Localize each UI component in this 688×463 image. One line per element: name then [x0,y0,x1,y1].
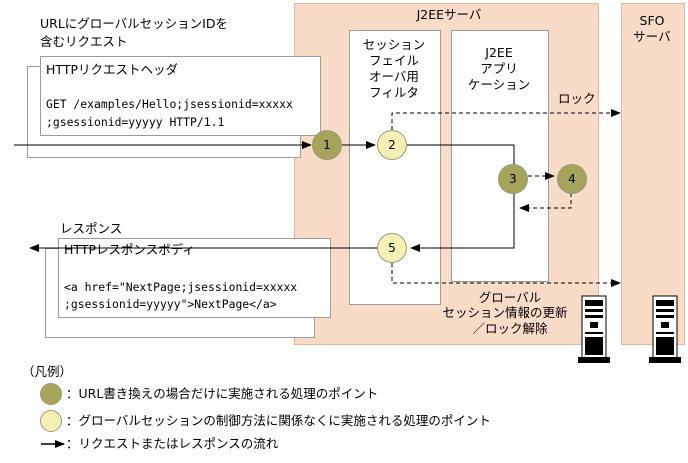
update-label-line1: グローバル [478,290,542,305]
processing-point-2: 2 [377,130,407,160]
filter-label-line4: フィルタ [369,85,419,100]
request-title-line2: 含むリクエスト [40,34,128,49]
response-card-title: HTTPレスポンスボディ [64,242,195,257]
response-code-line2: ;gsessionid=yyyyy">NextPage</a> [64,297,277,311]
application-label-line3: ケーション [467,77,531,92]
request-code-line1: GET /examples/Hello;jsessionid=xxxxx [46,97,293,111]
sfo-server-region [621,3,685,345]
request-header-card [40,56,321,136]
legend-light-point-icon [40,410,62,432]
application-label-line1: J2EE [485,45,513,60]
lock-label: ロック [558,91,596,106]
sfo-server-label-line1: SFO [639,13,665,28]
legend-title: （凡例） [22,364,73,379]
filter-label-line1: セッション [362,37,426,52]
legend-dark-point-icon [40,383,62,405]
filter-label-line3: オーバ用 [369,69,419,84]
response-body-card [58,238,331,318]
legend-light-text: ：グローバルセッションの制御方法に関係なくに実施される処理のポイント [66,413,491,428]
sfo-server-label-line2: サーバ [633,29,671,44]
request-arrow-2-to-3 [407,144,515,164]
filter-label-line2: フェイル [368,53,419,68]
update-label-line3: ／ロック解除 [472,321,548,336]
processing-point-4: 4 [557,164,587,194]
legend-dark-text: ：URL書き換えの場合だけに実施される処理のポイント [66,386,379,401]
sfo-server-machine-icon [649,295,681,363]
processing-point-5: 5 [377,233,407,263]
processing-point-3: 3 [498,164,528,194]
response-code-line1: <a href="NextPage;jsessionid=xxxxx [64,280,298,294]
request-card-title: HTTPリクエストヘッダ [46,62,178,77]
lock-dashed-arrow [391,109,621,130]
request-title-line1: URLにグローバルセッションIDを [40,16,228,31]
point4-to-3-dashed [519,193,572,212]
legend-arrow-text: ：リクエストまたはレスポンスの流れ [66,436,279,451]
application-label-line2: アプリ [480,61,518,76]
update-dashed-arrow [391,263,621,287]
j2ee-application-panel [451,30,549,282]
processing-point-1: 1 [312,130,342,160]
update-label-line2: セッション情報の更新 [442,305,568,320]
j2ee-server-label: J2EEサーバ [416,7,482,22]
j2ee-server-machine-icon [578,295,610,363]
request-code-line2: ;gsessionid=yyyyy HTTP/1.1 [46,115,225,129]
response-title: レスポンス [60,221,123,236]
response-arrow-3-to-5 [410,193,515,252]
